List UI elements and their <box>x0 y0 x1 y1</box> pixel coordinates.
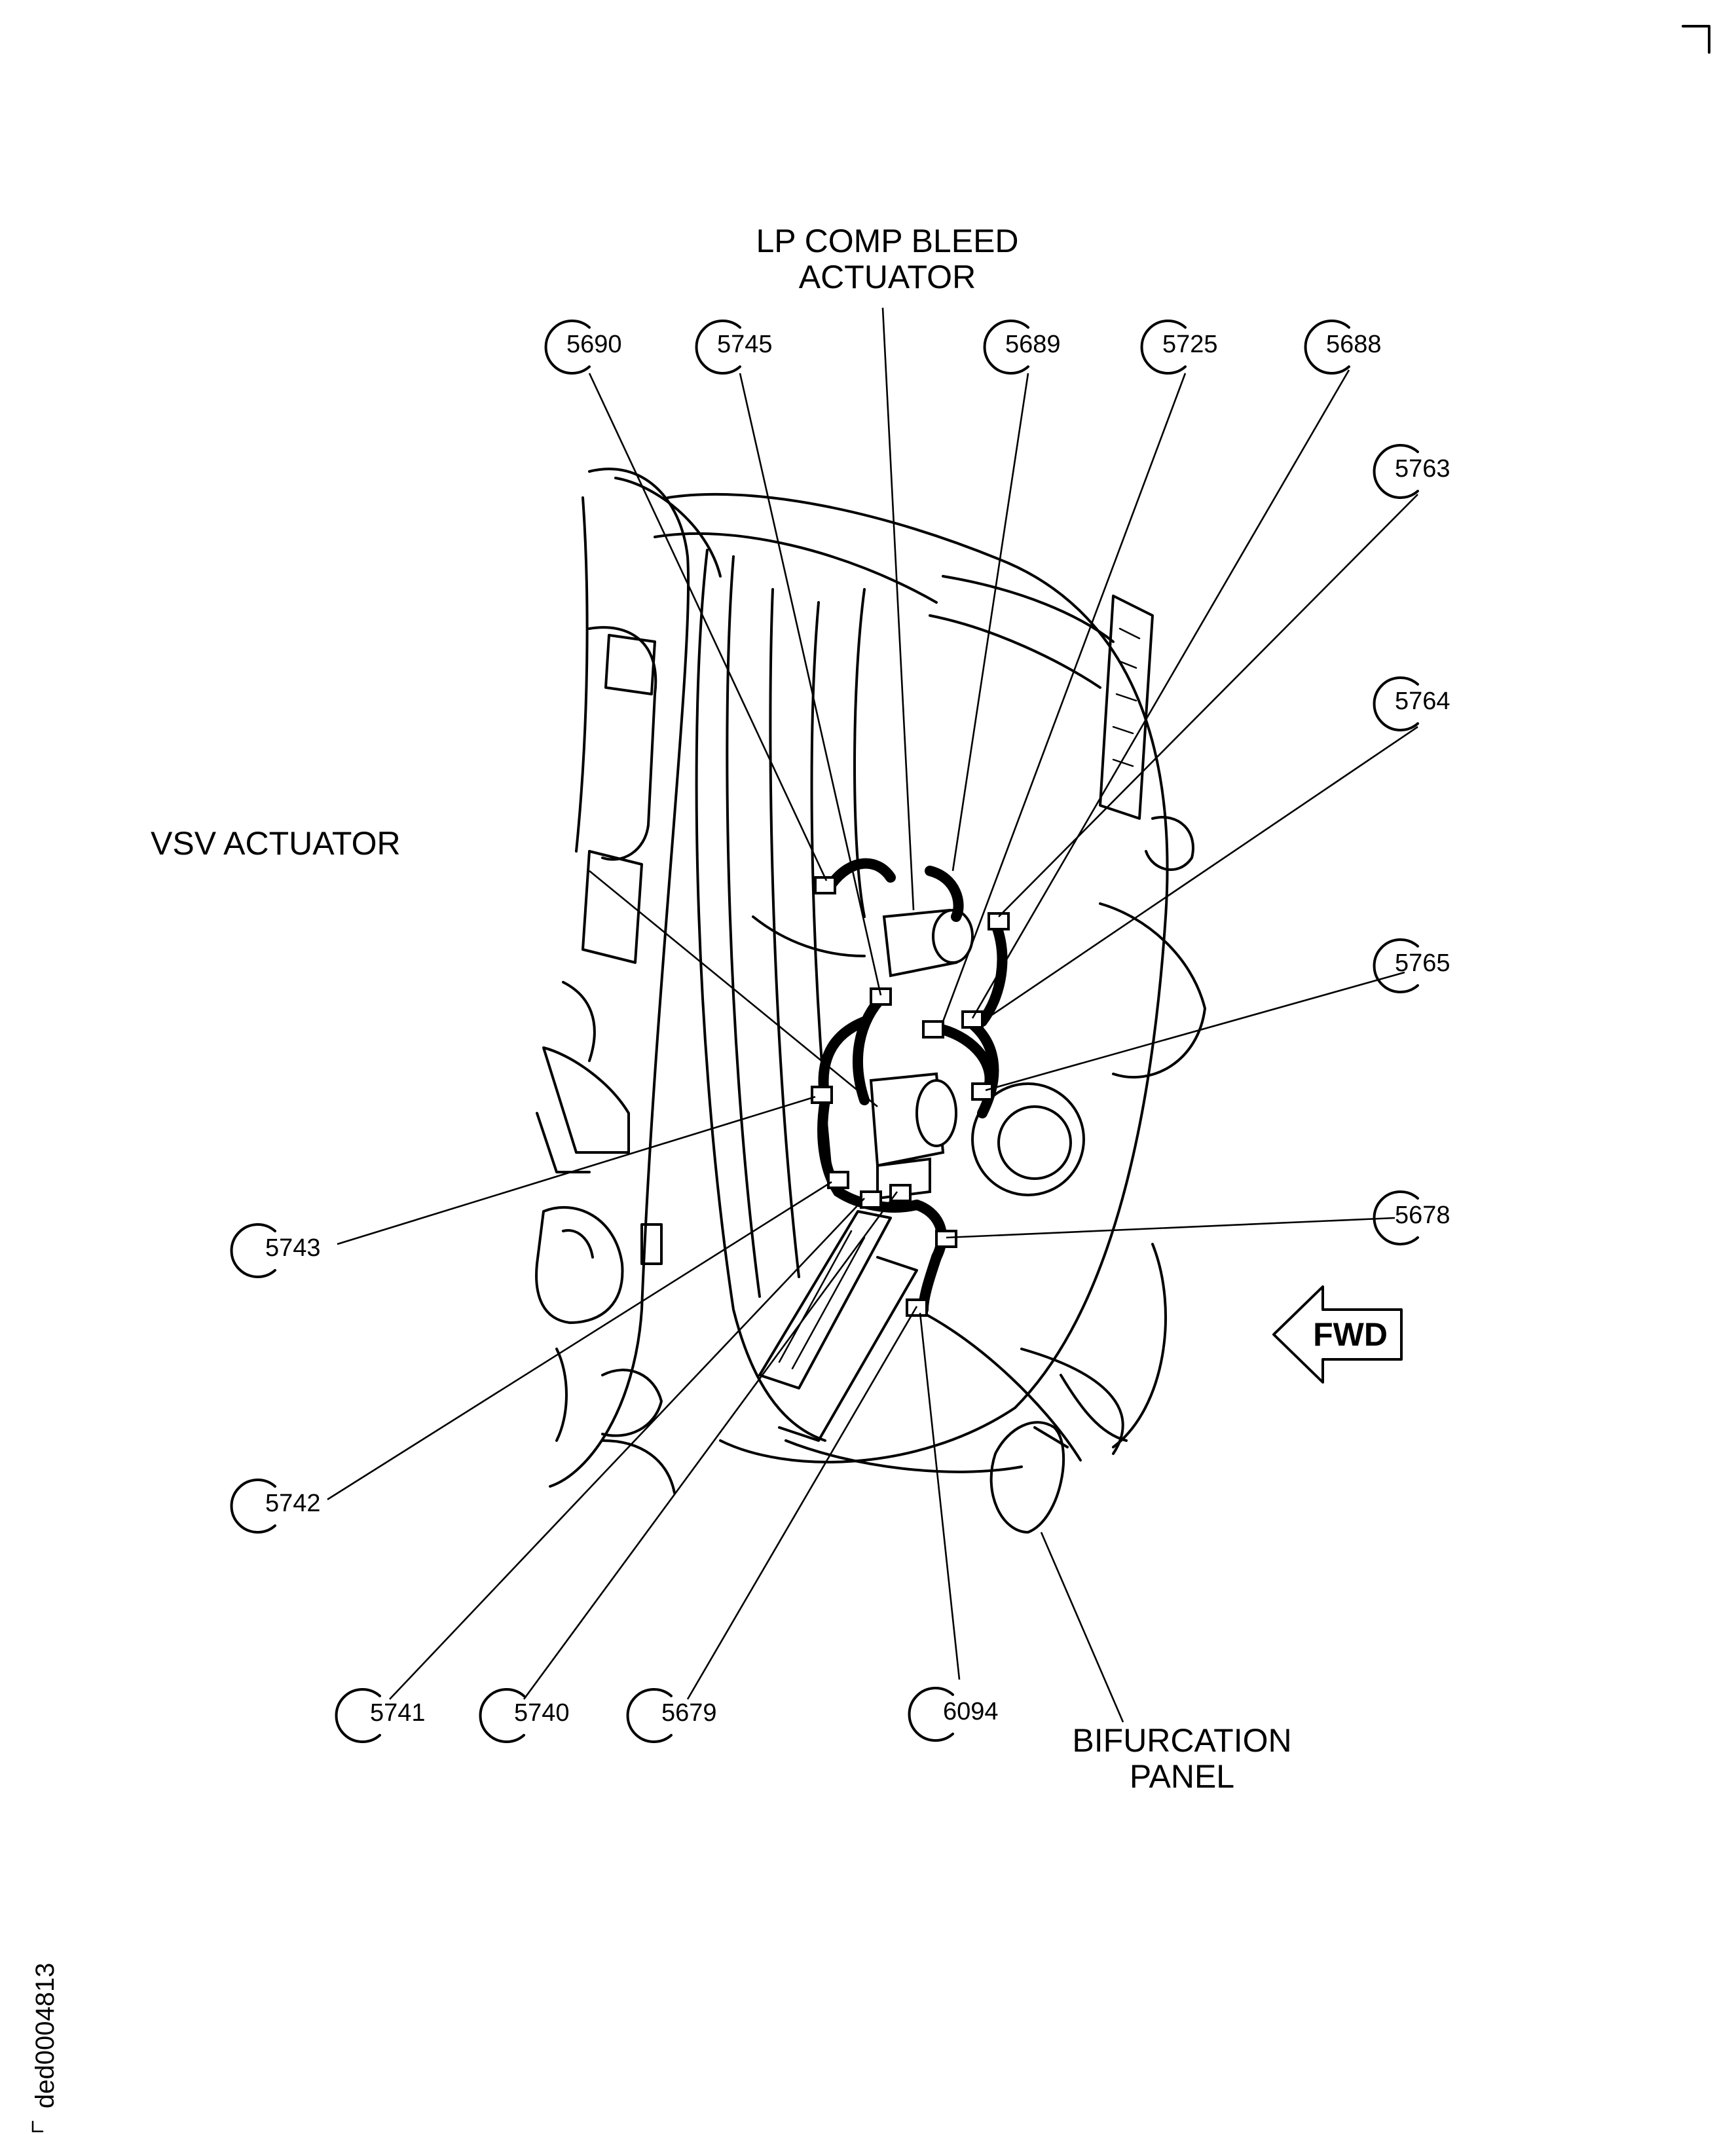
lp-comp-bleed-actuator-label-line1: LP COMP BLEED <box>756 223 1018 259</box>
svg-text:5689: 5689 <box>1005 331 1061 358</box>
svg-text:5763: 5763 <box>1395 455 1450 483</box>
svg-text:5688: 5688 <box>1326 331 1382 358</box>
svg-text:5764: 5764 <box>1395 688 1450 715</box>
svg-text:5678: 5678 <box>1395 1202 1450 1229</box>
callout-5745: 5745 <box>695 320 773 375</box>
svg-text:6094: 6094 <box>943 1698 999 1725</box>
bifurcation-panel-label-line2: PANEL <box>1130 1758 1234 1795</box>
svg-text:5745: 5745 <box>717 331 773 358</box>
lp-comp-bleed-actuator-label-line2: ACTUATOR <box>799 259 976 295</box>
callout-6094: 6094 <box>908 1687 999 1742</box>
svg-text:5725: 5725 <box>1162 331 1218 358</box>
hose-harness <box>811 858 1010 1317</box>
corner-crop-mark <box>1682 25 1710 54</box>
svg-text:5742: 5742 <box>265 1490 321 1517</box>
callout-5764: 5764 <box>1373 676 1450 731</box>
callout-5740: 5740 <box>479 1688 570 1743</box>
svg-text:5765: 5765 <box>1395 949 1450 977</box>
callout-5678: 5678 <box>1373 1190 1450 1245</box>
callout-5741: 5741 <box>335 1688 426 1743</box>
docid-bracket <box>31 2120 44 2133</box>
forward-arrow: FWD <box>1272 1285 1403 1384</box>
document-id: ded0004813 <box>31 1963 60 2108</box>
callout-5690: 5690 <box>544 320 622 375</box>
svg-text:5690: 5690 <box>566 331 622 358</box>
svg-text:5741: 5741 <box>370 1699 426 1727</box>
svg-text:5743: 5743 <box>265 1234 321 1262</box>
callout-balloons: 5690 5745 5689 5725 5688 5763 5764 5765 <box>230 320 1450 1743</box>
callout-5763: 5763 <box>1373 444 1450 499</box>
vsv-actuator-label: VSV ACTUATOR <box>151 825 401 862</box>
callout-5679: 5679 <box>626 1688 717 1743</box>
callout-5742: 5742 <box>230 1479 321 1534</box>
leader-lines <box>327 307 1418 1723</box>
engine-illustration <box>535 468 1206 1534</box>
fwd-label: FWD <box>1313 1316 1388 1353</box>
callout-5765: 5765 <box>1373 938 1450 993</box>
svg-text:5740: 5740 <box>514 1699 570 1727</box>
callout-5743: 5743 <box>230 1223 321 1278</box>
svg-text:5679: 5679 <box>661 1699 717 1727</box>
bifurcation-panel-label-line1: BIFURCATION <box>1072 1722 1291 1759</box>
callout-5689: 5689 <box>983 320 1061 375</box>
callout-5725: 5725 <box>1140 320 1218 375</box>
callout-5688: 5688 <box>1304 320 1382 375</box>
